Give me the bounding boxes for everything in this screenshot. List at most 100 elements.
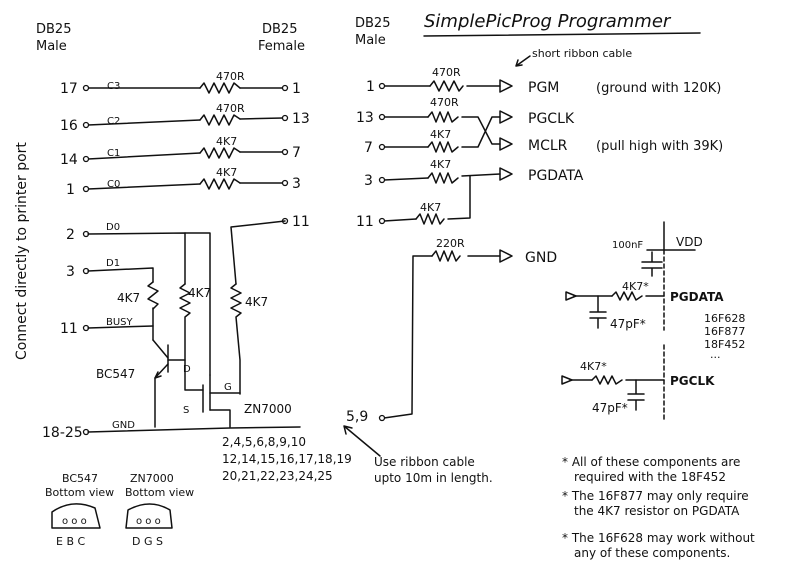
gate-label: G (224, 382, 232, 393)
ribbon-note-bottom-1: Use ribbon cable (374, 455, 475, 469)
signal-d1: D1 (106, 258, 120, 269)
pic-pgdata-label: PGDATA (670, 290, 724, 304)
right-pin-1: 1 (366, 79, 375, 95)
zn7000-pin-dots: o o o (136, 516, 161, 527)
bc547-bottom-title: BC547 (62, 472, 98, 485)
female-pin-7: 7 (292, 145, 301, 161)
r-4k7-pin14: 4K7 (216, 135, 237, 148)
chip-16f628: 16F628 (704, 312, 745, 325)
right-pin-circles (378, 82, 386, 422)
signal-gnd: GND (112, 420, 135, 431)
signal-c3: C3 (107, 81, 120, 92)
ground-pins-line2: 12,14,15,16,17,18,19 (222, 452, 352, 466)
r-drain-label: 4K7 (245, 295, 268, 309)
r-pgm-label: 470R (432, 66, 461, 79)
chip-16f877: 16F877 (704, 325, 745, 338)
female-pin-3: 3 (292, 176, 301, 192)
zn7000-package-outline (125, 503, 173, 529)
left-pin-16: 16 (60, 118, 78, 134)
right-male-header: Male (355, 33, 386, 48)
drain-label: D (183, 364, 191, 375)
signal-c0: C0 (107, 179, 120, 190)
left-pin-1: 1 (66, 182, 75, 198)
output-mclr: MCLR (528, 138, 568, 154)
right-pin-3: 3 (364, 173, 373, 189)
zn7000-pin-letters: D G S (132, 535, 163, 548)
r-collector-label: 4K7 (188, 286, 211, 300)
bc547-package-outline (51, 503, 101, 529)
pic-pgclk-label: PGCLK (670, 374, 715, 388)
ribbon-note-top: short ribbon cable (532, 47, 632, 60)
pgm-note: (ground with 120K) (596, 81, 721, 96)
r-pgclk-label: 470R (430, 96, 459, 109)
left-pin-2: 2 (66, 227, 75, 243)
source-label: S (183, 405, 189, 416)
female-pin-1: 1 (292, 81, 301, 97)
chip-18f452: 18F452 (704, 338, 745, 351)
r-pin11-label: 4K7 (420, 201, 441, 214)
r-4k7-pin1: 4K7 (216, 166, 237, 179)
title-underline (423, 32, 701, 37)
zn7000-bottom-title: ZN7000 (130, 472, 174, 485)
left-pin-3: 3 (66, 264, 75, 280)
signal-d0: D0 (106, 222, 120, 233)
r-mclr-label: 4K7 (430, 128, 451, 141)
zn7000-label: ZN7000 (244, 402, 292, 416)
female-pin-13: 13 (292, 111, 310, 127)
ribbon-arrow-bottom (343, 425, 381, 457)
mclr-note: (pull high with 39K) (596, 139, 723, 154)
bc547-pin-dots: o o o (62, 516, 87, 527)
signal-busy: BUSY (106, 317, 134, 328)
left-pin-14: 14 (60, 152, 78, 168)
zn7000-bottom-sub: Bottom view (125, 486, 194, 499)
r1-label: 4K7* (622, 280, 649, 293)
transistor-circuit-wires (87, 220, 301, 433)
left-pin-ground: 18-25 (42, 425, 83, 441)
r-gnd-label: 220R (436, 237, 465, 250)
cap-100nf: 100nF (612, 240, 643, 251)
female-pin-11: 11 (292, 214, 310, 230)
output-pgm: PGM (528, 80, 559, 96)
bc547-pin-letters: E B C (56, 535, 85, 548)
vdd-label: VDD (676, 235, 703, 249)
ribbon-note-bottom-2: upto 10m in length. (374, 471, 493, 485)
left-pin-11: 11 (60, 321, 78, 337)
chip-more: ... (710, 348, 721, 361)
signal-c1: C1 (107, 148, 120, 159)
output-pgdata: PGDATA (528, 168, 584, 184)
r-470r-pin17: 470R (216, 70, 245, 83)
r-470r-pin16: 470R (216, 102, 245, 115)
right-wires (383, 79, 513, 419)
mid-female-header: Female (258, 39, 305, 54)
left-pin-17: 17 (60, 81, 78, 97)
pic-circuit-wires (561, 221, 696, 421)
diagram-title: SimplePicProg Programmer (424, 11, 672, 32)
output-pgclk: PGCLK (528, 111, 575, 127)
left-db25-header: DB25 (36, 22, 71, 37)
ground-pins-line3: 20,21,22,23,24,25 (222, 469, 333, 483)
output-gnd: GND (525, 250, 557, 266)
c2-label: 47pF* (592, 401, 628, 415)
ribbon-arrow-top (515, 55, 531, 67)
c1-label: 47pF* (610, 317, 646, 331)
bc547-bottom-sub: Bottom view (45, 486, 114, 499)
ground-pins-line1: 2,4,5,6,8,9,10 (222, 435, 306, 449)
right-pin-7: 7 (364, 140, 373, 156)
side-note: Connect directly to printer port (14, 142, 30, 360)
r2-label: 4K7* (580, 360, 607, 373)
bc547-label: BC547 (96, 367, 135, 381)
r-base-label: 4K7 (117, 291, 140, 305)
mid-db25-header: DB25 (262, 22, 297, 37)
signal-c2: C2 (107, 116, 120, 127)
left-male-header: Male (36, 39, 67, 54)
right-pin-11: 11 (356, 214, 374, 230)
right-pin-13: 13 (356, 110, 374, 126)
right-pin-5-9: 5,9 (346, 409, 368, 425)
left-resistor-lines (87, 82, 284, 190)
r-pgdata-label: 4K7 (430, 158, 451, 171)
right-db25-header: DB25 (355, 16, 390, 31)
